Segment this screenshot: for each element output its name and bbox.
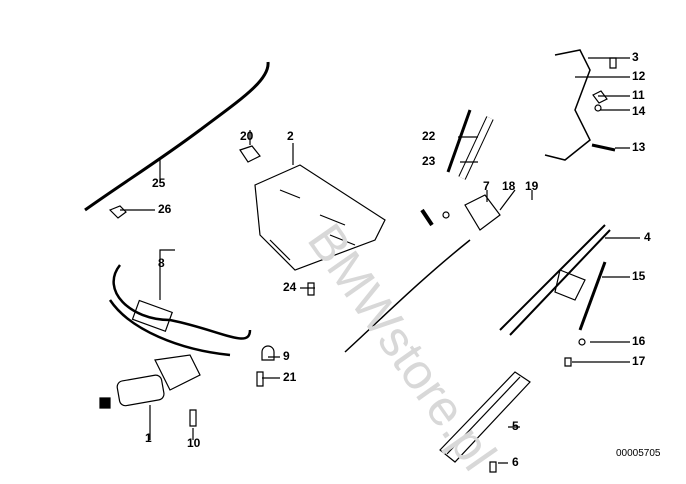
label-23: 23 xyxy=(422,154,436,168)
label-15: 15 xyxy=(632,269,646,283)
label-14: 14 xyxy=(632,104,646,118)
label-10: 10 xyxy=(187,436,201,450)
label-7: 7 xyxy=(483,179,490,193)
label-24: 24 xyxy=(283,280,297,294)
drawing-number: 00005705 xyxy=(616,448,661,459)
label-2: 2 xyxy=(287,129,294,143)
label-13: 13 xyxy=(632,140,646,154)
label-25: 25 xyxy=(152,176,166,190)
label-26: 26 xyxy=(158,202,172,216)
label-21: 21 xyxy=(283,370,297,384)
label-17: 17 xyxy=(632,354,646,368)
label-12: 12 xyxy=(632,69,646,83)
label-20: 20 xyxy=(240,129,254,143)
label-5: 5 xyxy=(512,419,519,433)
label-22: 22 xyxy=(422,129,436,143)
label-16: 16 xyxy=(632,334,646,348)
label-9: 9 xyxy=(283,349,290,363)
label-1: 1 xyxy=(145,431,152,445)
label-4: 4 xyxy=(644,230,651,244)
label-18: 18 xyxy=(502,179,516,193)
label-11: 11 xyxy=(632,88,645,102)
label-3: 3 xyxy=(632,50,639,64)
label-6: 6 xyxy=(512,455,519,469)
label-19: 19 xyxy=(525,179,539,193)
label-8: 8 xyxy=(158,256,165,270)
